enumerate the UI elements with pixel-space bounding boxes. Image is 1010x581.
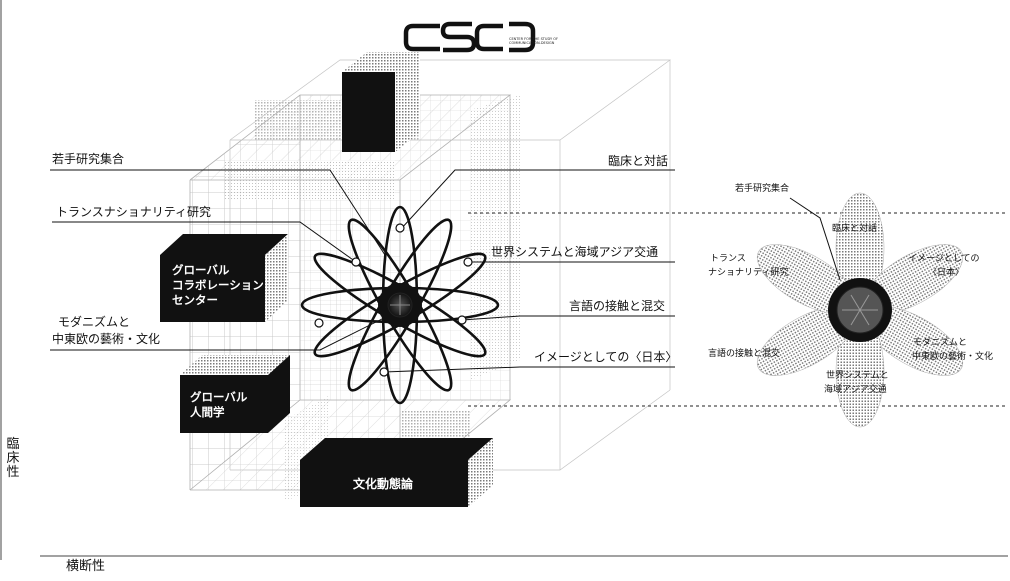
flower-label-young-research: 若手研究集合 <box>735 184 790 194</box>
logo-subtext: CENTER FOR THE STUDY OF COMMUNICATION-DE… <box>509 37 559 45</box>
culture-dynamics-block <box>300 438 493 507</box>
bracket-dashes <box>468 212 1005 407</box>
flower-label-modern-1: モダニズムと <box>913 338 968 348</box>
label-young-research: 若手研究集合 <box>52 152 125 166</box>
flower-label-modern-2: 中東欧の藝術・文化 <box>912 352 994 362</box>
leader-lines <box>50 169 675 373</box>
label-language-contact: 言語の接触と混交 <box>569 299 666 313</box>
frame <box>0 0 1008 560</box>
axis-vertical-label: 臨 床 性 <box>6 437 20 480</box>
flower-label-trans-1: トランス <box>710 254 746 264</box>
global-human-block <box>180 355 290 433</box>
label-image-japan: イメージとしての〈日本〉 <box>534 350 678 364</box>
flower-label-trans-2: ナショナリティ研究 <box>708 268 789 278</box>
flower-label-world-1: 世界システムと <box>826 371 889 381</box>
box-global-collab-label: グローバル コラボレーション センター <box>172 263 264 307</box>
flower-label-image-2: 〈日本〉 <box>928 268 965 278</box>
axis-horizontal-label: 横断性 <box>66 559 106 574</box>
orbit-core <box>378 283 422 327</box>
box-global-human-label: グローバル 人間学 <box>190 390 248 419</box>
cscd-logo <box>403 21 536 53</box>
box-culture-dynamics-label: 文化動態論 <box>353 477 414 491</box>
label-clinic-dialogue: 臨床と対話 <box>608 154 669 168</box>
label-modernism-2: 中東欧の藝術・文化 <box>52 332 161 346</box>
flower-label-world-2: 海域アジア交通 <box>824 385 887 395</box>
flower-label-clinic-dialogue: 臨床と対話 <box>832 224 878 234</box>
top-block <box>342 52 420 152</box>
flower-label-image-1: イメージとしての <box>908 254 980 264</box>
global-collab-block <box>160 234 288 322</box>
label-modernism-1: モダニズムと <box>58 315 131 329</box>
flower-label-language: 言語の接触と混交 <box>708 349 781 359</box>
label-world-system: 世界システムと海域アジア交通 <box>491 245 659 259</box>
label-transnationality: トランスナショナリティ研究 <box>56 205 212 219</box>
orbit-nodes <box>314 223 473 377</box>
flower-diagram <box>756 192 964 428</box>
